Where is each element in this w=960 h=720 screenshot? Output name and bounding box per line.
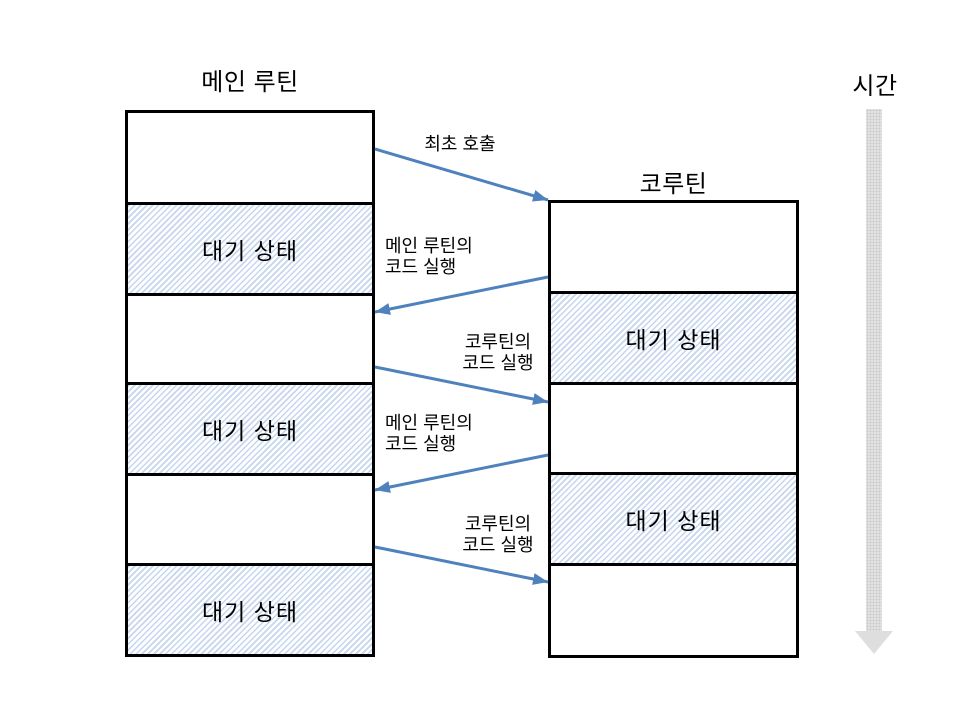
main-routine-title: 메인 루틴: [201, 69, 299, 96]
coroutine-block-running-3: [548, 563, 799, 658]
coroutine-block-running-1: [548, 200, 799, 294]
block-label: 대기 상태: [201, 418, 299, 444]
main-block-running-1: [125, 110, 375, 205]
arrow-label-coroutine-code-run-1: 코루틴의 코드 실행: [462, 332, 534, 373]
coroutine-block-running-2: [548, 382, 799, 475]
block-label: 대기 상태: [201, 238, 299, 264]
arrow-label-main-code-run-2: 메인 루틴의 코드 실행: [385, 413, 473, 454]
block-label: 대기 상태: [625, 327, 722, 353]
arrow-label-initial-call: 최초 호출: [424, 134, 496, 154]
main-block-running-3: [125, 473, 375, 566]
block-label: 대기 상태: [201, 599, 299, 625]
block-label: 대기 상태: [625, 508, 722, 534]
main-block-waiting-2: 대기 상태: [125, 382, 375, 476]
main-block-waiting-3: 대기 상태: [125, 563, 375, 657]
arrow-initial-call: [374, 147, 549, 202]
arrow-main-code-run-2: [374, 453, 549, 493]
coroutine-block-waiting-2: 대기 상태: [548, 472, 799, 566]
main-block-running-2: [125, 293, 375, 385]
arrow-label-coroutine-code-run-2: 코루틴의 코드 실행: [462, 514, 534, 555]
coroutine-title: 코루틴: [639, 171, 708, 198]
coroutine-block-waiting-1: 대기 상태: [548, 291, 799, 385]
main-block-waiting-1: 대기 상태: [125, 202, 375, 296]
arrow-label-main-code-run-1: 메인 루틴의 코드 실행: [385, 236, 473, 277]
arrow-main-code-run-1: [374, 275, 549, 315]
time-axis-arrow-head-icon: [855, 631, 893, 654]
time-axis-arrow-shaft: [866, 109, 882, 632]
time-axis-label: 시간: [852, 73, 898, 100]
